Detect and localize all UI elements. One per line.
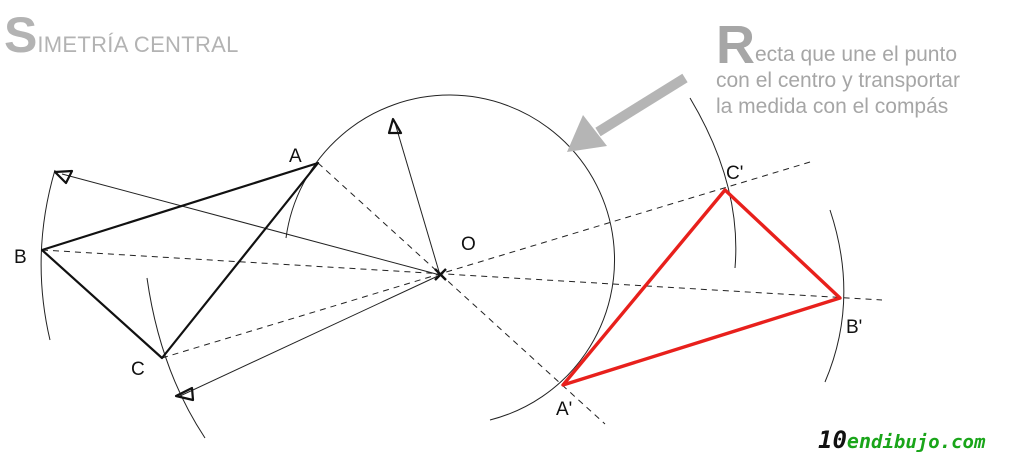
title-initial: S [4,7,38,63]
instruction-note: Recta que une el punto con el centro y t… [716,18,960,120]
title-rest: IMETRÍA CENTRAL [37,32,239,57]
note-line-1-rest: ecta que une el punto [755,43,958,66]
note-line-1: Recta que une el punto [716,18,960,72]
note-line-3: la medida con el compás [716,95,949,118]
arc-near-c [146,277,206,439]
compass-arrowhead-icon [53,117,403,402]
arc-near-b [40,169,56,341]
label-b: B [14,247,27,268]
note-initial: R [716,15,755,75]
line-b-b-prime [41,249,883,301]
label-b-prime: B' [846,317,862,338]
line-a-a-prime [317,162,606,425]
logo-en: en [846,429,871,453]
transport-arrows [61,122,441,397]
arrow-line-c [179,274,441,397]
line-c-c-prime [161,161,811,359]
arrow-line-b [61,173,441,276]
hint-arrow-icon [567,73,688,152]
label-o: O [461,234,476,255]
triangle-a-b-c-prime [561,188,842,387]
page-title: SIMETRÍA CENTRAL [4,10,239,60]
label-c-prime: C' [726,163,743,184]
note-line-2: con el centro y transportar [716,69,960,92]
big-circle-arc [285,94,615,421]
logo-domain: dibujo.com [871,431,986,453]
arrow-line-top [394,122,441,276]
arc-near-c-prime [689,97,737,269]
label-a-prime: A' [556,399,572,420]
compass-arcs [40,94,845,439]
site-logo: 10endibujo.com [818,428,985,452]
triangle-abc [40,161,320,360]
construction-lines [41,161,883,425]
center-cross-icon [434,268,447,281]
logo-number: 10 [818,426,847,454]
arc-near-b-prime [824,209,845,383]
label-a: A [289,146,302,167]
label-c: C [131,359,145,380]
